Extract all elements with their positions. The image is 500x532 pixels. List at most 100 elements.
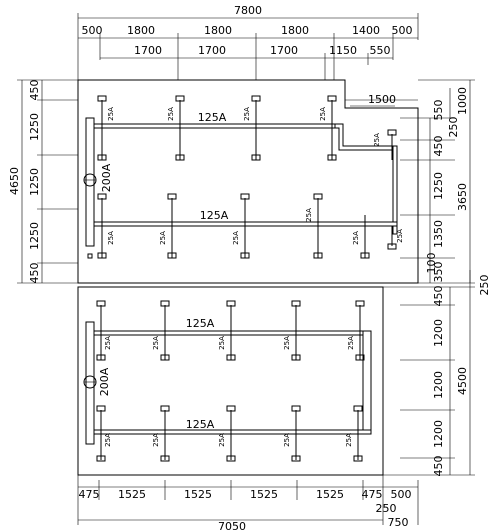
dim-bottom-5: 475 — [362, 488, 383, 501]
lower-diffuser-stand-7: 25A — [152, 405, 170, 462]
dim-right-inner-1: 450 — [432, 136, 445, 157]
dim-right-lower-3: 1200 — [432, 420, 445, 448]
lower-diffuser-stand-6: 25A — [96, 405, 112, 462]
upper-diffuser-stand-8: 25A — [232, 193, 250, 259]
dim-right-inner-2: 1250 — [432, 172, 445, 200]
upper-branch-label-5: 25A — [373, 133, 381, 147]
upper-pipe-label-bottom: 125A — [200, 209, 229, 222]
lower-pipe-label-top: 125A — [186, 317, 215, 330]
upper-branch-label-3: 25A — [243, 107, 251, 121]
dim-right-lower-4: 450 — [432, 456, 445, 477]
upper-diffuser-stand-2: 25A — [167, 95, 185, 161]
upper-diffuser-stand-4: 25A — [319, 95, 337, 161]
dim-right-lower-2: 1200 — [432, 371, 445, 399]
dim-top-r1-3: 1800 — [281, 24, 309, 37]
upper-diffuser-stand-9: 25A — [305, 193, 323, 259]
upper-pipe-label-top: 125A — [198, 111, 227, 124]
upper-piping: 125A 125A 200A — [83, 111, 398, 259]
upper-branch-label-8: 25A — [232, 231, 240, 245]
dim-right-inner-3: 1350 — [432, 220, 445, 248]
upper-tank-outline — [77, 79, 419, 284]
dim-right-lower-overall: 4500 — [456, 367, 469, 395]
lower-branch-label-10: 25A — [345, 433, 353, 447]
dim-left-overall: 4650 — [8, 167, 21, 195]
upper-diffuser-stand-3: 25A — [243, 95, 261, 161]
upper-diffuser-stand-7: 25A — [159, 193, 177, 259]
lower-branch-label-5: 25A — [347, 336, 355, 350]
upper-branch-label-9: 25A — [305, 208, 313, 222]
lower-piping: 125A 125A 200A — [83, 317, 372, 445]
dim-left-seg-3: 1250 — [28, 222, 41, 250]
dim-bottom-4: 1525 — [316, 488, 344, 501]
dim-notch: 1500 — [368, 93, 396, 106]
dim-right-lower-gap: 250 — [478, 275, 491, 296]
dim-right-lower-0: 450 — [432, 286, 445, 307]
upper-branch-label-7: 25A — [159, 231, 167, 245]
upper-diffuser-stand-1: 25A — [97, 95, 115, 161]
bottom-dimensions: 475 1525 1525 1525 1525 475 500 7050 250… — [77, 475, 419, 532]
lower-header-label: 200A — [98, 367, 111, 396]
lower-pipe-label-bottom: 125A — [186, 418, 215, 431]
top-dimensions: 7800 500 1800 1800 1800 1400 500 1700 17… — [77, 4, 419, 80]
upper-diffuser-stand-11: 25A — [387, 226, 404, 250]
lower-diffuser-stand-9: 25A — [283, 405, 301, 462]
lower-branch-label-4: 25A — [283, 336, 291, 350]
dim-right-lower-1: 1200 — [432, 319, 445, 347]
dim-top-r2-3: 1150 — [329, 44, 357, 57]
dim-top-r2-0: 1700 — [134, 44, 162, 57]
upper-diffuser-stand-6: 25A — [97, 193, 115, 259]
lower-tank-outline — [77, 286, 384, 476]
lower-branch-label-1: 25A — [104, 336, 112, 350]
upper-branch-label-2: 25A — [167, 107, 175, 121]
upper-header-label: 200A — [100, 163, 113, 192]
lower-diffuser-stand-5: 25A — [347, 300, 365, 361]
dim-right-mid-3: 350 — [432, 262, 445, 283]
dim-top-r1-2: 1800 — [204, 24, 232, 37]
dim-bottom-overall: 7050 — [218, 520, 246, 532]
right-dimensions-lower: 450 1200 1200 1200 450 4500 250 — [380, 270, 491, 477]
upper-diffuser-stand-5: 25A — [373, 129, 397, 160]
lower-branch-label-9: 25A — [283, 433, 291, 447]
dim-top-r1-5: 500 — [392, 24, 413, 37]
dim-bottom-extra-a: 250 — [376, 502, 397, 515]
dim-left-seg-1: 1250 — [28, 113, 41, 141]
dim-right-mid-1: 250 — [447, 117, 460, 138]
dim-left-seg-2: 1250 — [28, 168, 41, 196]
lower-branch-label-7: 25A — [152, 433, 160, 447]
dim-left-seg-4: 450 — [28, 263, 41, 284]
left-dimensions-upper: 4650 450 1250 1250 1250 450 — [8, 80, 78, 284]
lower-diffuser-stand-1: 25A — [96, 300, 112, 361]
dim-left-seg-0: 450 — [28, 80, 41, 101]
dim-top-r1-0: 500 — [82, 24, 103, 37]
upper-branch-label-6: 25A — [107, 231, 115, 245]
upper-branch-label-11: 25A — [396, 229, 404, 243]
lower-branch-label-3: 25A — [218, 336, 226, 350]
upper-diffuser-stand-10: 25A — [352, 215, 370, 259]
dim-top-r2-2: 1700 — [270, 44, 298, 57]
dim-top-r2-4: 550 — [370, 44, 391, 57]
lower-branch-label-2: 25A — [152, 336, 160, 350]
dim-top-r1-1: 1800 — [127, 24, 155, 37]
dim-bottom-3: 1525 — [250, 488, 278, 501]
lower-diffuser-stand-4: 25A — [283, 300, 301, 361]
lower-branch-label-6: 25A — [104, 433, 112, 447]
right-dimensions-upper: 550 450 1250 1350 100 1000 250 3650 350 … — [350, 79, 475, 284]
dim-right-inner-4: 100 — [425, 253, 438, 274]
dim-bottom-extra-b: 750 — [388, 516, 409, 529]
upper-branch-label-4: 25A — [319, 107, 327, 121]
dim-bottom-2: 1525 — [184, 488, 212, 501]
dim-right-mid-2: 3650 — [456, 183, 469, 211]
lower-diffuser-stand-8: 25A — [218, 405, 236, 462]
dim-top-r2-1: 1700 — [198, 44, 226, 57]
dim-right-mid-0: 1000 — [456, 87, 469, 115]
lower-diffuser-stand-10: 25A — [345, 405, 363, 462]
dim-right-inner-0: 550 — [432, 100, 445, 121]
lower-diffuser-stand-3: 25A — [218, 300, 236, 361]
dim-overall-width: 7800 — [234, 4, 262, 17]
upper-branch-label-10: 25A — [352, 231, 360, 245]
lower-diffuser-stand-2: 25A — [152, 300, 170, 361]
dim-bottom-1: 1525 — [118, 488, 146, 501]
lower-branch-label-8: 25A — [218, 433, 226, 447]
dim-bottom-0: 475 — [79, 488, 100, 501]
